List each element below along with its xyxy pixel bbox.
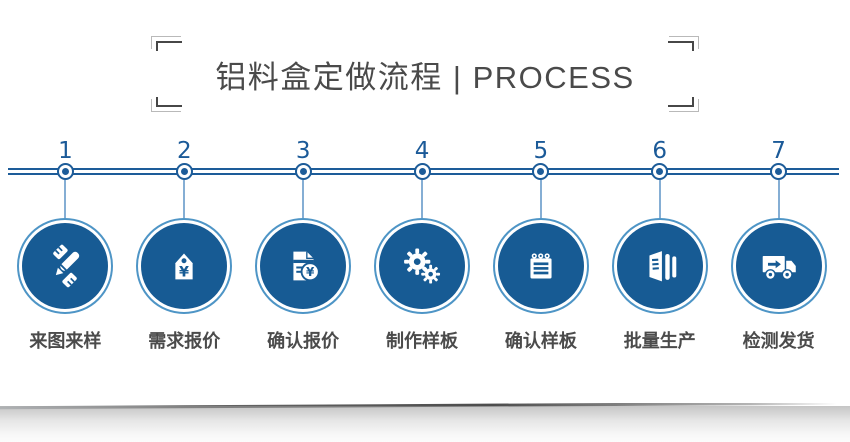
svg-text:¥: ¥ bbox=[179, 265, 189, 281]
step-circle bbox=[379, 223, 465, 309]
step-number: 5 bbox=[533, 138, 549, 164]
timeline-node bbox=[413, 163, 431, 180]
step-circle-ring: ¥ bbox=[255, 218, 352, 314]
process-step-6: 6 批量生产 bbox=[600, 139, 719, 353]
timeline-node bbox=[532, 163, 550, 180]
step-circle: ¥ bbox=[141, 223, 228, 309]
process-step-7: 7 检测发货 bbox=[719, 139, 838, 353]
step-label: 检测发货 bbox=[742, 331, 815, 351]
step-label: 确认样板 bbox=[504, 331, 577, 351]
title-section: 铝料盒定做流程 | PROCESS bbox=[0, 36, 850, 112]
gears-icon bbox=[404, 248, 441, 284]
node-connector-line bbox=[658, 180, 661, 218]
pencil-ruler-icon bbox=[53, 244, 80, 288]
node-connector-line bbox=[777, 180, 780, 218]
batch-production-icon bbox=[649, 251, 677, 282]
step-label: 需求报价 bbox=[148, 331, 221, 351]
step-circle-ring: ¥ bbox=[136, 218, 233, 314]
step-circle bbox=[22, 223, 109, 309]
page-bottom-shadow bbox=[0, 403, 850, 442]
quote-document-icon: ¥ bbox=[293, 251, 320, 282]
step-circle-ring bbox=[611, 218, 708, 314]
notepad-icon bbox=[530, 253, 552, 279]
step-number: 6 bbox=[652, 138, 668, 164]
step-circle-ring bbox=[730, 218, 827, 314]
step-number: 1 bbox=[58, 138, 73, 164]
price-tag-icon: ¥ bbox=[175, 253, 193, 281]
step-label: 确认报价 bbox=[267, 331, 340, 351]
step-number: 4 bbox=[414, 138, 430, 164]
step-circle-ring bbox=[17, 218, 114, 314]
timeline-node-dot bbox=[299, 168, 307, 175]
timeline-node bbox=[56, 163, 74, 180]
step-circle-ring bbox=[492, 218, 589, 314]
svg-text:¥: ¥ bbox=[306, 265, 315, 279]
timeline-node-dot bbox=[775, 168, 783, 175]
timeline-node bbox=[294, 163, 312, 180]
process-step-5: 5 确认样板 bbox=[481, 139, 600, 353]
shadow-gradient bbox=[0, 406, 850, 442]
timeline-node bbox=[651, 163, 669, 180]
step-number: 3 bbox=[295, 138, 311, 164]
node-connector-line bbox=[64, 180, 67, 218]
step-circle: ¥ bbox=[260, 223, 347, 309]
timeline-node bbox=[770, 163, 788, 180]
node-connector-line bbox=[183, 180, 186, 218]
step-circle bbox=[497, 223, 584, 309]
step-circle bbox=[735, 223, 822, 309]
step-circle-ring bbox=[374, 218, 470, 314]
timeline-node-dot bbox=[61, 168, 69, 175]
page-title: 铝料盒定做流程 | PROCESS bbox=[215, 59, 635, 95]
timeline-node-dot bbox=[537, 168, 545, 175]
decorative-bracket-left-icon bbox=[151, 36, 189, 112]
step-label: 制作样板 bbox=[386, 331, 458, 351]
step-number: 7 bbox=[771, 138, 786, 164]
delivery-truck-icon bbox=[762, 255, 796, 281]
process-step-1: 1 来图来样 bbox=[6, 139, 125, 353]
decorative-bracket-right-icon bbox=[661, 36, 699, 112]
timeline-node-dot bbox=[180, 168, 188, 175]
process-step-3: 3 ¥ 确认报价 bbox=[244, 139, 363, 353]
timeline-node-dot bbox=[418, 168, 426, 175]
node-connector-line bbox=[421, 180, 423, 218]
step-label: 来图来样 bbox=[29, 331, 102, 351]
timeline-node-dot bbox=[656, 168, 664, 175]
process-step-2: 2 ¥ 需求报价 bbox=[125, 139, 244, 353]
step-circle bbox=[616, 223, 703, 309]
process-step-4: 4 bbox=[363, 139, 482, 353]
node-connector-line bbox=[302, 180, 305, 218]
step-label: 批量生产 bbox=[623, 331, 696, 351]
node-connector-line bbox=[539, 180, 542, 218]
step-number: 2 bbox=[176, 138, 192, 164]
timeline-node bbox=[175, 163, 193, 180]
